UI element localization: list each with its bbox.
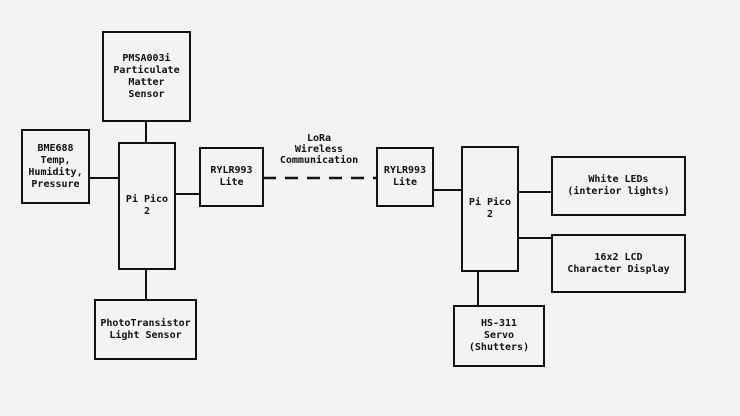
- bme688-sensor-label: BME688 Temp, Humidity, Pressure: [28, 142, 83, 190]
- pi-pico-right-block: Pi Pico 2: [461, 146, 519, 272]
- rylr993-left-block: RYLR993 Lite: [199, 147, 264, 207]
- servo-label: HS-311 Servo (Shutters): [468, 318, 530, 353]
- lora-link-label: LoRa Wireless Communication: [279, 133, 359, 166]
- rylr993-left-label: RYLR993 Lite: [210, 165, 253, 188]
- lcd-display-label: 16x2 LCD Character Display: [567, 251, 670, 275]
- pi-pico-right-label: Pi Pico 2: [468, 197, 512, 220]
- pi-pico-left-label: Pi Pico 2: [125, 194, 169, 217]
- white-leds-block: White LEDs (interior lights): [551, 156, 686, 216]
- servo-block: HS-311 Servo (Shutters): [453, 305, 545, 367]
- phototransistor-label: PhotoTransistor Light Sensor: [100, 317, 191, 341]
- pi-pico-left-block: Pi Pico 2: [118, 142, 176, 270]
- white-leds-label: White LEDs (interior lights): [567, 174, 670, 197]
- rylr993-right-block: RYLR993 Lite: [376, 147, 434, 207]
- pmsa003i-sensor-label: PMSA003i Particulate Matter Sensor: [113, 52, 180, 100]
- pmsa003i-sensor-block: PMSA003i Particulate Matter Sensor: [102, 31, 191, 122]
- rylr993-right-label: RYLR993 Lite: [383, 165, 427, 188]
- lcd-display-block: 16x2 LCD Character Display: [551, 234, 686, 293]
- phototransistor-block: PhotoTransistor Light Sensor: [94, 299, 197, 360]
- bme688-sensor-block: BME688 Temp, Humidity, Pressure: [21, 129, 90, 204]
